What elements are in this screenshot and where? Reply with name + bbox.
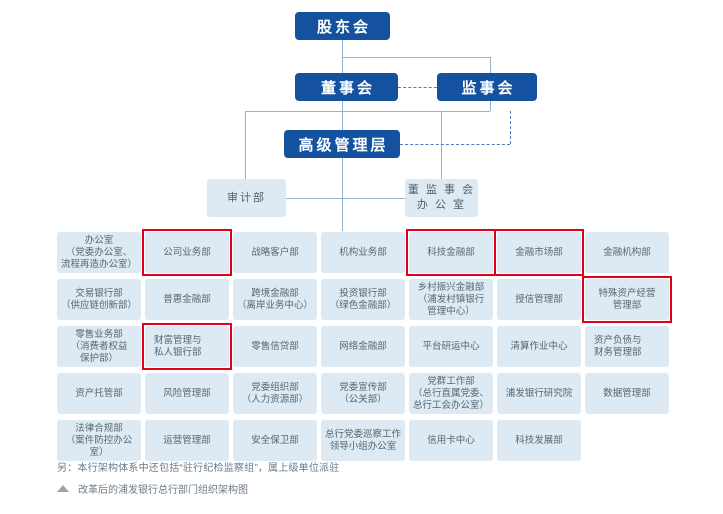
department-box[interactable]: 网络金融部 — [321, 326, 405, 367]
connector-management-dashed-h — [400, 144, 510, 145]
department-box[interactable]: 安全保卫部 — [233, 420, 317, 461]
triangle-icon — [57, 485, 69, 492]
department-box[interactable]: 党委组织部 （人力资源部） — [233, 373, 317, 414]
department-box[interactable]: 机构业务部 — [321, 232, 405, 273]
department-box[interactable]: 普惠金融部 — [145, 279, 229, 320]
connector-to-board-supervisor-office — [441, 111, 442, 179]
department-grid: 办公室 （党委办公室、 流程再造办公室）公司业务部战略客户部机构业务部科技金融部… — [57, 232, 669, 461]
connector-to-board — [342, 57, 343, 74]
figure-caption-label: 改革后的浦发银行总行部门组织架构图 — [78, 485, 248, 496]
department-box[interactable]: 科技金融部 — [409, 232, 493, 273]
connector-management-dashed-v — [510, 111, 511, 144]
department-box[interactable]: 特殊资产经营 管理部 — [585, 279, 669, 320]
connector-board-down — [342, 101, 343, 131]
department-box[interactable]: 办公室 （党委办公室、 流程再造办公室） — [57, 232, 141, 273]
connector-to-audit — [245, 111, 246, 179]
connector-shareholders-down — [342, 40, 343, 57]
department-box[interactable]: 投资银行部 （绿色金融部） — [321, 279, 405, 320]
department-box[interactable]: 资产负债与 财务管理部 — [585, 326, 669, 367]
node-senior-management[interactable]: 高级管理层 — [284, 130, 400, 158]
department-box[interactable]: 科技发展部 — [497, 420, 581, 461]
department-box[interactable]: 金融机构部 — [585, 232, 669, 273]
department-box[interactable]: 信用卡中心 — [409, 420, 493, 461]
connector-management-down — [342, 158, 343, 231]
department-box[interactable]: 零售业务部 （消费者权益 保护部） — [57, 326, 141, 367]
department-box[interactable]: 风险管理部 — [145, 373, 229, 414]
connector-board-supervisors-dashed — [398, 87, 442, 88]
department-box[interactable]: 数据管理部 — [585, 373, 669, 414]
department-box[interactable]: 公司业务部 — [145, 232, 229, 273]
node-board-of-supervisors[interactable]: 监事会 — [437, 73, 537, 101]
node-board-of-directors[interactable]: 董事会 — [295, 73, 398, 101]
connector-supervisors-down — [490, 101, 491, 111]
connector-mid-bus — [245, 111, 490, 112]
department-box[interactable]: 总行党委巡察工作 领导小组办公室 — [321, 420, 405, 461]
department-box-empty — [585, 420, 669, 461]
department-box[interactable]: 党群工作部 （总行直属党委、 总行工会办公室） — [409, 373, 493, 414]
connector-audit-office-tie — [286, 198, 441, 199]
connector-top-bus — [342, 57, 490, 58]
department-box[interactable]: 党委宣传部 （公关部） — [321, 373, 405, 414]
department-box[interactable]: 平台研运中心 — [409, 326, 493, 367]
figure-caption: 改革后的浦发银行总行部门组织架构图 — [57, 481, 248, 496]
department-box[interactable]: 乡村振兴金融部 （浦发村镇银行 管理中心） — [409, 279, 493, 320]
office-audit-department[interactable]: 审计部 — [207, 179, 286, 217]
office-board-supervisor-office[interactable]: 董 监 事 会 办 公 室 — [405, 179, 478, 217]
connector-to-supervisors — [490, 57, 491, 74]
department-box[interactable]: 浦发银行研究院 — [497, 373, 581, 414]
department-box[interactable]: 战略客户部 — [233, 232, 317, 273]
department-box[interactable]: 交易银行部 （供应链创新部） — [57, 279, 141, 320]
footnote-text: 另：本行架构体系中还包括“驻行纪检监察组”，属上级单位派驻 — [57, 463, 340, 474]
department-box[interactable]: 法律合规部 （案件防控办公室） — [57, 420, 141, 461]
department-box[interactable]: 财富管理与 私人银行部 — [145, 326, 229, 367]
department-box[interactable]: 清算作业中心 — [497, 326, 581, 367]
department-box[interactable]: 资产托管部 — [57, 373, 141, 414]
department-box[interactable]: 金融市场部 — [497, 232, 581, 273]
node-shareholders-meeting[interactable]: 股东会 — [295, 12, 390, 40]
department-box[interactable]: 运营管理部 — [145, 420, 229, 461]
department-box[interactable]: 跨境金融部 （离岸业务中心） — [233, 279, 317, 320]
department-box[interactable]: 授信管理部 — [497, 279, 581, 320]
department-box[interactable]: 零售信贷部 — [233, 326, 317, 367]
